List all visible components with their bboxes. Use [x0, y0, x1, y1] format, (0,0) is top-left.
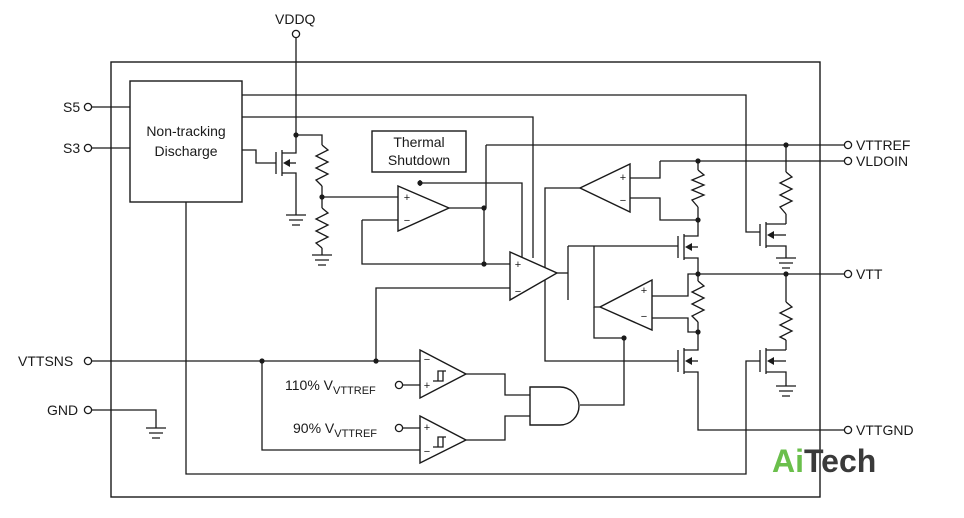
comparator-lower: + −: [419, 414, 468, 465]
resistor-icon: [690, 280, 706, 323]
pin-label-s5: S5: [63, 99, 80, 115]
pin-label-s3: S3: [63, 140, 80, 156]
ground-icon: [776, 385, 796, 397]
pin-terminals: [83, 29, 853, 435]
reference-label-110: 110% VVTTREF: [285, 377, 376, 397]
ground-icon: [776, 257, 796, 269]
opamp-vldoin-sense: + −: [578, 162, 631, 214]
resistor-icon: [690, 169, 706, 208]
junctions: [259, 132, 789, 364]
resistor-icon: [778, 301, 794, 341]
opamp-vtt-sense: + −: [598, 278, 653, 332]
svg-text:+: +: [641, 285, 647, 297]
ground-icon: [146, 427, 166, 439]
svg-text:−: −: [404, 215, 410, 227]
discharge-label-line1: Non-tracking: [146, 123, 225, 139]
opamp-main-error-amp: + −: [509, 250, 559, 302]
resistors: [314, 144, 794, 341]
svg-text:−: −: [620, 195, 626, 207]
discharge-label-line2: Discharge: [154, 143, 217, 159]
svg-text:+: +: [620, 172, 626, 184]
watermark-logo: AiTech: [772, 443, 876, 479]
pin-label-vddq: VDDQ: [275, 11, 316, 27]
pin-label-vttsns: VTTSNS: [18, 353, 73, 369]
thermal-label-line1: Thermal: [393, 134, 444, 150]
svg-text:+: +: [404, 192, 410, 204]
mosfet-arrow-icon: [767, 357, 774, 365]
resistor-icon: [778, 171, 794, 215]
ground-icon: [312, 254, 332, 266]
svg-text:+: +: [515, 259, 521, 271]
svg-text:−: −: [424, 446, 430, 458]
mosfet-arrows: [283, 159, 774, 365]
mosfet-arrow-icon: [685, 243, 692, 251]
watermark-part2: Tech: [804, 443, 876, 479]
ic-boundary: [110, 61, 821, 498]
wiring: [91, 38, 845, 475]
and-gate: [529, 386, 580, 426]
opamp-reference-buffer: + −: [397, 184, 451, 233]
thermal-shutdown-block: [371, 130, 467, 173]
resistor-icon: [314, 207, 330, 249]
comparator-upper: − +: [419, 348, 468, 400]
svg-text:−: −: [641, 311, 647, 323]
reference-label-90: 90% VVTTREF: [293, 420, 377, 440]
pin-label-vldoin: VLDOIN: [856, 153, 908, 169]
svg-text:−: −: [515, 286, 521, 298]
watermark-part1: Ai: [772, 443, 804, 479]
pin-label-vttref: VTTREF: [856, 137, 910, 153]
pin-label-vtt: VTT: [856, 266, 883, 282]
svg-text:+: +: [424, 422, 430, 434]
mosfet-arrow-icon: [283, 159, 290, 167]
mosfet-arrow-icon: [685, 357, 692, 365]
resistor-icon: [314, 144, 330, 187]
pin-label-vttgnd: VTTGND: [856, 422, 914, 438]
hysteresis-icon: [433, 436, 446, 448]
ground-icon: [286, 214, 306, 226]
hysteresis-icon: [433, 370, 446, 382]
svg-text:−: −: [424, 354, 430, 366]
svg-text:+: +: [424, 380, 430, 392]
mosfet-arrow-icon: [767, 231, 774, 239]
thermal-label-line2: Shutdown: [388, 152, 450, 168]
ground-symbols: [146, 214, 796, 439]
pin-label-gnd: GND: [47, 402, 78, 418]
non-tracking-discharge-block: [129, 80, 243, 203]
